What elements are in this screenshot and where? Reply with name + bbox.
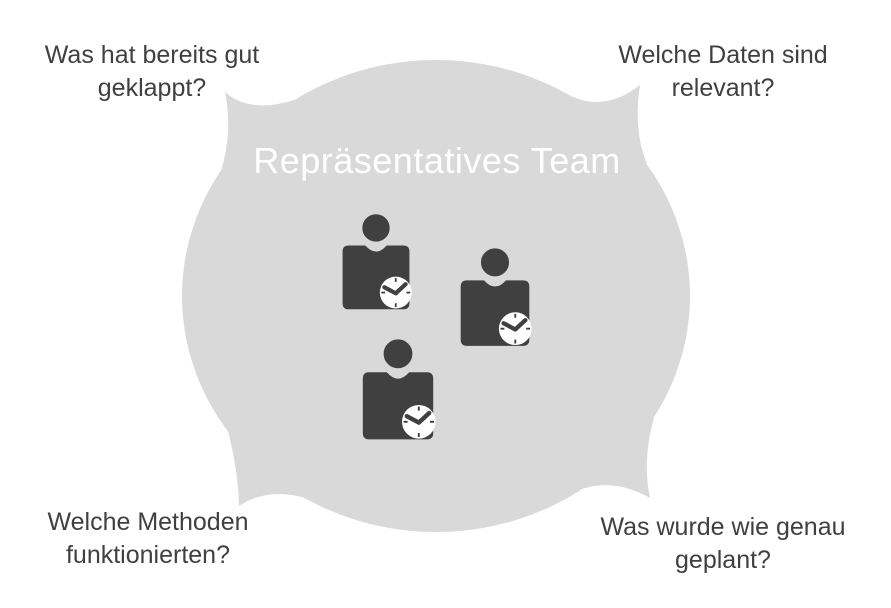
- question-bottom-left: Welche Methoden funktionierten?: [23, 506, 273, 572]
- bubble-title: Repräsentatives Team: [253, 140, 621, 181]
- question-line: Was hat bereits gut: [44, 41, 260, 69]
- spike-bottom-left: [228, 431, 305, 506]
- spike-top-left: [221, 92, 294, 171]
- question-line: funktionierten?: [65, 541, 230, 569]
- spike-bottom-right: [582, 418, 654, 498]
- question-line: Was wurde wie genau: [600, 513, 846, 541]
- question-top-right: Welche Daten sind relevant?: [598, 39, 848, 105]
- question-bottom-right: Was wurde wie genau geplant?: [598, 511, 848, 577]
- question-top-left: Was hat bereits gut geklappt?: [27, 39, 277, 105]
- question-line: geplant?: [675, 546, 771, 574]
- question-line: Welche Daten sind: [618, 41, 828, 69]
- question-line: Welche Methoden: [47, 508, 249, 536]
- bubble-ellipse: [182, 60, 690, 532]
- question-line: relevant?: [671, 74, 775, 102]
- spike-top-right: [571, 85, 647, 164]
- question-line: geklappt?: [97, 74, 207, 102]
